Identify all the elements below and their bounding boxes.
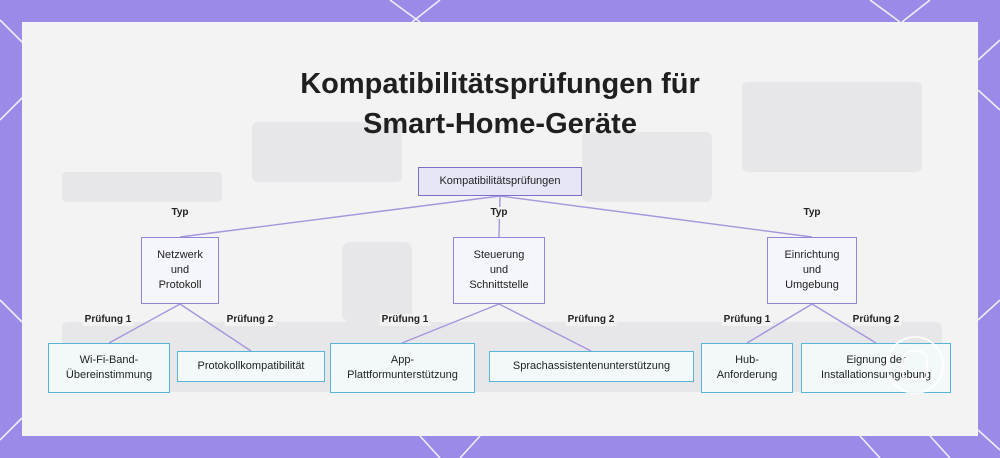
category-node-setup: Einrichtung und Umgebung [767,237,857,304]
edge-label-check: Prüfung 1 [379,314,431,326]
tree-edge [746,303,813,344]
root-node: Kompatibilitätsprüfungen [418,167,582,196]
check-node-wifi-band: Wi-Fi-Band- Übereinstimmung [48,343,170,393]
edge-label-type: Typ [488,207,510,219]
watermark-logo-icon [886,336,944,394]
check-node-line: Hub- [735,354,759,366]
check-node-app-platform: App- Plattformunterstützung [330,343,475,393]
tree-edge [401,303,500,344]
title-line-1: Kompatibilitätsprüfungen für [300,68,700,100]
check-node-voice-assistant: Sprachassistentenunterstützung [489,351,694,382]
root-node-label: Kompatibilitätsprüfungen [439,175,561,187]
edge-label-type: Typ [801,207,823,219]
category-node-network: Netzwerk und Protokoll [141,237,219,304]
check-node-line: Sprachassistentenunterstützung [512,360,671,372]
check-node-line: Anforderung [716,369,778,381]
category-node-line: Einrichtung [784,249,840,261]
tree-edge [179,303,252,352]
check-node-line: Protokollkompatibilität [197,360,305,372]
check-node-protocol: Protokollkompatibilität [177,351,325,382]
check-node-line: Übereinstimmung [65,369,153,381]
edge-label-check: Prüfung 2 [565,314,617,326]
tree-edge [499,195,813,238]
check-node-line: Wi-Fi-Band- [79,354,139,366]
edge-label-check: Prüfung 1 [721,314,773,326]
tree-edge [811,303,877,344]
category-node-line: Schnittstelle [469,279,529,291]
edge-label-check: Prüfung 1 [82,314,134,326]
check-node-line: Plattformunterstützung [347,369,458,381]
category-node-line: und [489,264,509,276]
category-node-line: Umgebung [785,279,839,291]
tree-edge [498,303,592,352]
tree-edge [179,195,501,238]
edge-label-check: Prüfung 2 [224,314,276,326]
category-node-line: und [170,264,190,276]
category-node-line: Protokoll [158,279,202,291]
category-node-line: und [802,264,822,276]
edge-label-check: Prüfung 2 [850,314,902,326]
title-line-2: Smart-Home-Geräte [363,108,637,140]
tree-edge [108,303,181,344]
category-node-control: Steuerung und Schnittstelle [453,237,545,304]
category-node-line: Steuerung [473,249,525,261]
diagram-title: Kompatibilitätsprüfungen für Smart-Home-… [0,64,1000,144]
check-node-hub: Hub- Anforderung [701,343,793,393]
check-node-line: App- [390,354,415,366]
category-node-line: Netzwerk [157,249,203,261]
edge-label-type: Typ [169,207,191,219]
